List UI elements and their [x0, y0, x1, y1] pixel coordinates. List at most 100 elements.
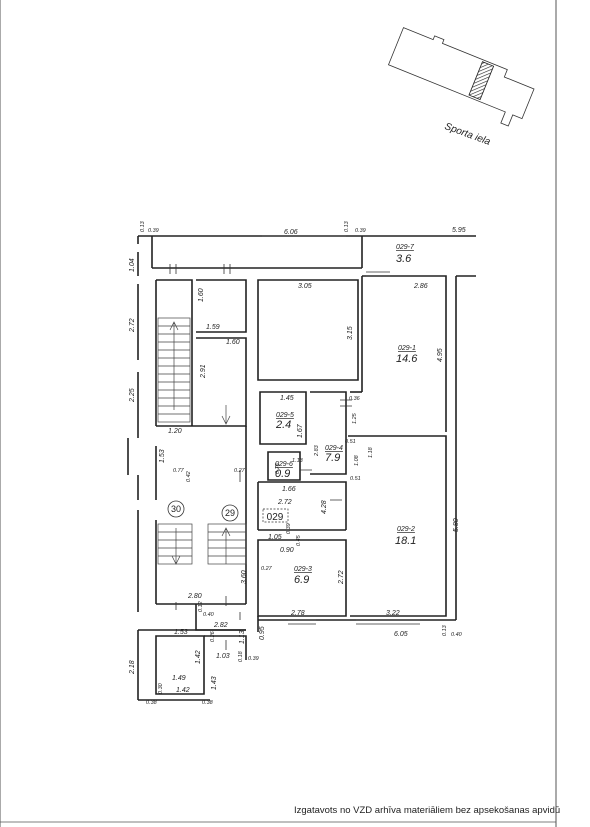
highlighted-section	[468, 61, 495, 101]
dim-label: 1.05	[268, 534, 282, 541]
footer-note: Izgatavots no VZD arhīva materiāliem bez…	[294, 805, 561, 816]
room-id: 029-2	[397, 526, 415, 533]
dim-label: 0.90	[280, 547, 294, 554]
dim-label: 0.38	[202, 700, 214, 706]
dim-label: 1.53	[174, 629, 188, 636]
dimension-ticks	[169, 264, 352, 650]
dim-label: 0.39	[286, 523, 292, 534]
dim-label: 0.13	[140, 220, 146, 232]
dim-label: 1.60	[226, 339, 240, 346]
dim-label: 0.42	[186, 471, 192, 482]
room-id: 029-3	[294, 566, 312, 573]
dim-label: 0.12	[198, 601, 204, 612]
dim-label: 2.80	[187, 593, 202, 600]
dim-label: 2.72	[129, 318, 136, 333]
room-area: 6.9	[294, 574, 309, 586]
dim-label: 1.03	[216, 653, 230, 660]
dim-label: 0.36	[349, 396, 361, 402]
room-id: 029-7	[396, 244, 415, 251]
windows	[262, 235, 420, 625]
dim-label: 0.18	[238, 650, 244, 662]
dim-label: 1.43	[211, 676, 218, 690]
room-area: 18.1	[395, 535, 416, 547]
dim-label: 1.42	[195, 650, 202, 664]
dim-label: 2.72	[277, 499, 292, 506]
apartment-label: 029	[267, 512, 284, 523]
dim-label: 1.18	[368, 446, 374, 458]
dim-label: 6.05	[394, 631, 408, 638]
dim-label: 0.13	[344, 220, 350, 232]
dim-label: 0.45	[296, 534, 302, 546]
dim-label: 0.95	[259, 626, 266, 640]
dim-label: 3.60	[241, 570, 248, 584]
room-id: 029-6	[275, 461, 293, 468]
dim-label: 5.95	[452, 227, 466, 234]
dim-label: 0.40	[451, 632, 463, 638]
dim-label: 0.38	[146, 700, 158, 706]
dim-label: 0.13	[442, 624, 448, 636]
dim-label: 3.15	[347, 326, 354, 340]
dim-label: 1.66	[282, 486, 296, 493]
dim-label: 2.86	[413, 283, 428, 290]
stair-number-29: 29	[225, 508, 235, 518]
dim-label: 1.67	[297, 423, 304, 438]
dim-label: 2.82	[213, 622, 228, 629]
dim-label: 1.60	[198, 288, 205, 302]
dim-label: 2.18	[129, 660, 136, 675]
room-029-7: 029-7 3.6	[396, 244, 415, 265]
dim-label: 1.08	[354, 454, 360, 466]
dimension-labels: 6.06 5.95 0.39 0.13 0.13 0.39 1.04 2.72 …	[129, 220, 466, 706]
dim-label: 0.39	[248, 656, 259, 662]
room-029-1: 029-1 14.6	[396, 345, 418, 365]
dim-label: 0.51	[350, 476, 361, 482]
room-area: 7.9	[325, 452, 340, 464]
room-029-3: 029-3 6.9	[294, 566, 312, 586]
street-label: Sporta iela	[443, 121, 492, 148]
dim-label: 2.91	[200, 364, 207, 379]
dim-label: 1.49	[172, 675, 186, 682]
dim-label: 1.13	[292, 458, 304, 464]
dim-label: 5.80	[453, 518, 460, 532]
dim-label: 0.78	[275, 462, 281, 474]
dim-label: 1.42	[176, 687, 190, 694]
walls	[127, 235, 476, 701]
dim-label: 2.72	[338, 570, 345, 585]
dim-label: 1.59	[206, 324, 220, 331]
room-area: 2.4	[275, 419, 291, 431]
room-id: 029-5	[276, 412, 294, 419]
dim-label: 2.25	[129, 388, 136, 403]
stair-number-30-circle	[167, 500, 185, 518]
dim-label: 1.04	[129, 258, 136, 272]
room-029-4: 029-4 7.9	[325, 445, 343, 464]
dim-label: 1.25	[352, 412, 358, 424]
dim-label: 1.20	[168, 428, 182, 435]
room-id: 029-4	[325, 445, 343, 452]
dim-label: 0.27	[261, 566, 273, 572]
dim-label: 1.53	[159, 449, 166, 463]
dim-label: 1.13	[239, 630, 246, 644]
dim-label: 0.51	[345, 439, 356, 445]
dim-label: 4.28	[321, 500, 328, 514]
dim-label: 2.83	[314, 444, 320, 457]
dim-label: 0.77	[173, 468, 185, 474]
room-area: 0.9	[275, 468, 290, 480]
stair-number-29-circle	[221, 504, 239, 522]
dim-label: 2.78	[290, 610, 305, 617]
apartment-label-box	[262, 508, 289, 523]
room-area: 3.6	[396, 253, 412, 265]
dim-label: 1.45	[280, 395, 294, 402]
dim-label: 0.39	[355, 228, 366, 234]
room-029-6: 029-6 0.9	[275, 461, 293, 480]
dim-label: 3.22	[386, 610, 400, 617]
room-area: 14.6	[396, 353, 418, 365]
dim-label: 4.95	[437, 348, 444, 362]
room-029-2: 029-2 18.1	[395, 526, 416, 547]
location-map: Sporta iela	[387, 27, 535, 148]
room-029-5: 029-5 2.4	[275, 412, 294, 431]
building-outline	[387, 27, 535, 127]
dim-label: 0.39	[148, 228, 159, 234]
stair-number-30: 30	[171, 504, 181, 514]
dim-label: 6.06	[284, 229, 298, 236]
